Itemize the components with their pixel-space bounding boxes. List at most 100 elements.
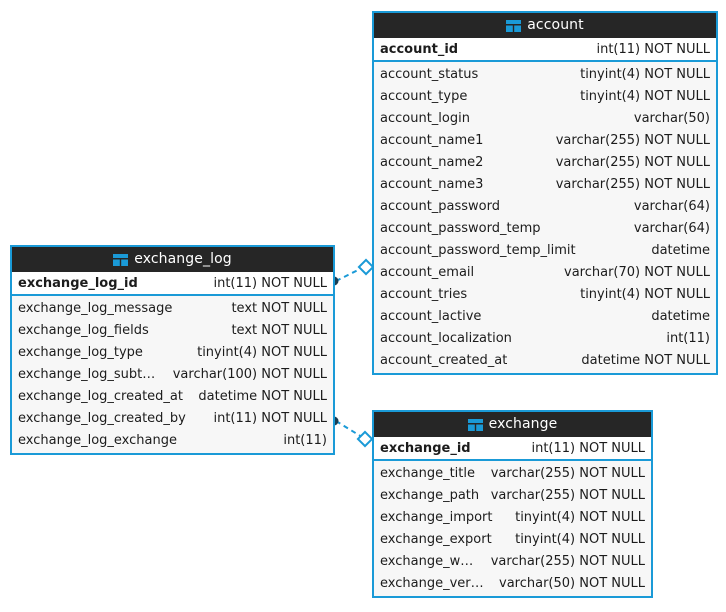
relationship-diamond-marker [356,430,374,448]
table-row[interactable]: account_localization int(11) [374,327,716,349]
table-row[interactable]: account_name2 varchar(255) NOT NULL [374,151,716,173]
table-row[interactable]: account_status tinyint(4) NOT NULL [374,63,716,85]
column-type: varchar(255) NOT NULL [555,154,710,170]
table-icon [467,418,483,431]
column-type: varchar(70) NOT NULL [564,264,710,280]
column-name: exchange_title [380,465,475,481]
table-row[interactable]: account_login varchar(50) [374,107,716,129]
relationship-exchange-log-account [329,258,375,286]
column-type: text NOT NULL [231,322,327,338]
primary-key-row[interactable]: exchange_id int(11) NOT NULL [374,437,651,461]
column-name: exchange_log_fields [18,322,149,338]
column-type: int(11) NOT NULL [531,440,645,456]
column-type: tinyint(4) NOT NULL [580,66,710,82]
table-row[interactable]: exchange_log_exchange int(11) [12,429,333,451]
primary-key-row[interactable]: account_id int(11) NOT NULL [374,38,716,62]
table-row[interactable]: account_password varchar(64) [374,195,716,217]
table-row[interactable]: account_password_temp_limit datetime [374,239,716,261]
column-type: datetime NOT NULL [198,388,327,404]
column-name: account_email [380,264,475,280]
relationship-line [335,266,365,282]
column-type: text NOT NULL [231,300,327,316]
column-name: account_id [380,41,459,57]
table-row: exchange_id int(11) NOT NULL [374,437,651,459]
entity-table-exchange[interactable]: exchange exchange_id int(11) NOT NULL ex… [372,410,653,598]
table-row[interactable]: account_type tinyint(4) NOT NULL [374,85,716,107]
entity-header-exchange: exchange [374,412,651,437]
table-row: exchange_log_id int(11) NOT NULL [12,272,333,294]
table-row[interactable]: account_email varchar(70) NOT NULL [374,261,716,283]
column-name: account_password_temp [380,220,541,236]
table-row[interactable]: exchange_export tinyint(4) NOT NULL [374,528,651,550]
column-name: exchange_log_created_at [18,388,183,404]
column-name: exchange_log_message [18,300,173,316]
entity-table-account[interactable]: account account_id int(11) NOT NULL acco… [372,11,718,375]
table-row[interactable]: exchange_log_subtype varchar(100) NOT NU… [12,363,333,385]
primary-key-row[interactable]: exchange_log_id int(11) NOT NULL [12,272,333,296]
column-name: account_created_at [380,352,508,368]
column-type: datetime [651,242,710,258]
table-row[interactable]: exchange_path varchar(255) NOT NULL [374,484,651,506]
column-type: datetime NOT NULL [581,352,710,368]
column-name: exchange_log_subtype [18,366,163,382]
entity-header-exchange-log: exchange_log [12,247,333,272]
column-type: tinyint(4) NOT NULL [515,531,645,547]
column-type: varchar(255) NOT NULL [490,553,645,569]
table-row[interactable]: account_created_at datetime NOT NULL [374,349,716,371]
table-row[interactable]: account_tries tinyint(4) NOT NULL [374,283,716,305]
relationship-exchange-log-exchange [329,416,374,448]
column-name: account_password [380,198,501,214]
table-row[interactable]: exchange_import tinyint(4) NOT NULL [374,506,651,528]
column-list: exchange_log_message text NOT NULL excha… [12,296,333,453]
column-type: varchar(50) [633,110,710,126]
table-row[interactable]: exchange_log_message text NOT NULL [12,297,333,319]
column-name: exchange_log_id [18,275,138,291]
column-type: varchar(255) NOT NULL [490,487,645,503]
column-type: int(11) [666,330,710,346]
entity-title: exchange [488,416,558,432]
column-type: varchar(255) NOT NULL [555,176,710,192]
table-icon [506,19,522,32]
column-name: account_name1 [380,132,484,148]
entity-table-exchange-log[interactable]: exchange_log exchange_log_id int(11) NOT… [10,245,335,455]
table-row[interactable]: exchange_title varchar(255) NOT NULL [374,462,651,484]
column-type: tinyint(4) NOT NULL [515,509,645,525]
column-name: account_tries [380,286,468,302]
table-row[interactable]: account_name3 varchar(255) NOT NULL [374,173,716,195]
column-type: varchar(255) NOT NULL [555,132,710,148]
entity-header-account: account [374,13,716,38]
column-name: account_lactive [380,308,482,324]
column-type: varchar(255) NOT NULL [490,465,645,481]
column-type: varchar(64) [633,220,710,236]
relationship-line [335,420,363,438]
relationship-diamond-marker [357,258,375,276]
table-row[interactable]: exchange_log_type tinyint(4) NOT NULL [12,341,333,363]
column-name: account_password_temp_limit [380,242,576,258]
entity-title: exchange_log [134,251,232,267]
column-list: account_status tinyint(4) NOT NULL accou… [374,62,716,373]
table-row[interactable]: exchange_log_fields text NOT NULL [12,319,333,341]
column-type: varchar(50) NOT NULL [499,575,645,591]
entity-title: account [527,17,584,33]
table-row[interactable]: account_lactive datetime [374,305,716,327]
column-type: varchar(64) [633,198,710,214]
table-row[interactable]: exchange_log_created_at datetime NOT NUL… [12,385,333,407]
column-name: account_login [380,110,470,126]
column-name: exchange_website [380,553,481,569]
table-row[interactable]: account_password_temp varchar(64) [374,217,716,239]
column-type: int(11) NOT NULL [596,41,710,57]
table-row[interactable]: exchange_log_created_by int(11) NOT NULL [12,407,333,429]
column-type: int(11) [283,432,327,448]
column-type: int(11) NOT NULL [213,410,327,426]
table-row[interactable]: exchange_website varchar(255) NOT NULL [374,550,651,572]
column-name: exchange_log_created_by [18,410,186,426]
column-name: account_name3 [380,176,484,192]
column-name: exchange_log_type [18,344,143,360]
column-name: exchange_import [380,509,493,525]
table-row[interactable]: exchange_version varchar(50) NOT NULL [374,572,651,594]
table-row[interactable]: account_name1 varchar(255) NOT NULL [374,129,716,151]
column-name: exchange_id [380,440,471,456]
column-name: exchange_path [380,487,480,503]
column-name: account_status [380,66,479,82]
